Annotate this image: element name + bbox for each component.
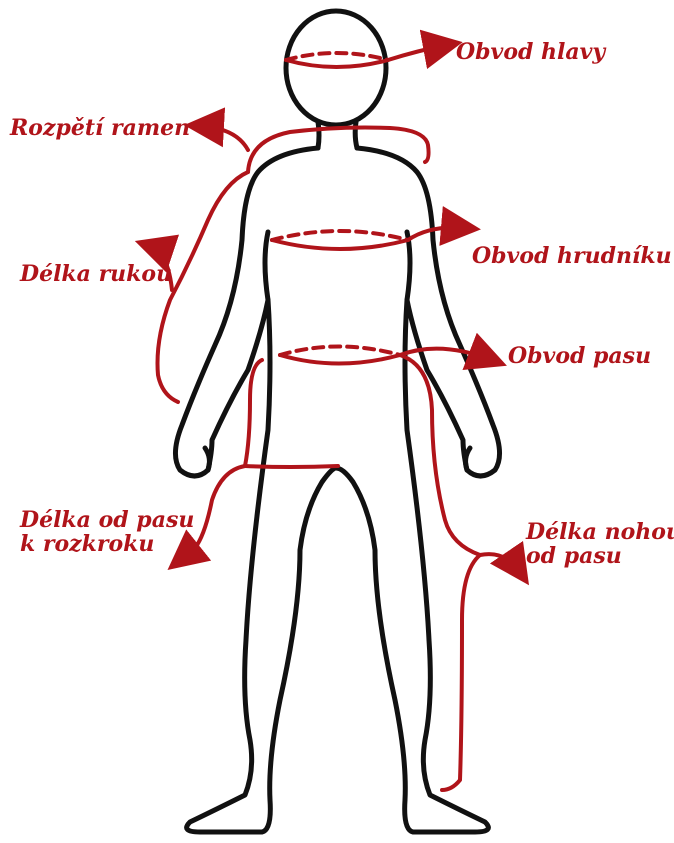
- shoulder-span-label: Rozpětí ramen: [10, 116, 190, 140]
- waist-arrow: [400, 349, 492, 360]
- leg-arrow: [480, 554, 520, 572]
- waist-circumference-label: Obvod pasu: [508, 344, 651, 368]
- chest-measure-front: [272, 240, 408, 249]
- waist-measure-front: [280, 355, 400, 364]
- head-measure-back: [286, 53, 388, 60]
- left-inner-arm: [265, 232, 268, 300]
- leg-length-label-line2: od pasu: [526, 544, 674, 568]
- left-thumb: [205, 448, 209, 470]
- left-body-outline: [175, 148, 336, 832]
- sleeve-length-label: Délka rukou: [20, 262, 172, 286]
- leg-measure: [400, 355, 480, 790]
- chest-circumference-label: Obvod hrudníku: [472, 244, 672, 268]
- neck-left: [318, 122, 319, 148]
- waist-to-crotch-label-line2: k rozkroku: [20, 532, 194, 556]
- right-thumb: [466, 448, 470, 470]
- waist-to-crotch-label: Délka od pasu k rozkroku: [20, 508, 194, 556]
- crotch-measure: [245, 360, 338, 467]
- chest-measure-back: [272, 231, 408, 240]
- waist-to-crotch-label-line1: Délka od pasu: [20, 508, 194, 532]
- chest-arrow: [408, 228, 465, 241]
- leg-length-label: Délka nohou od pasu: [526, 520, 674, 568]
- waist-measure-back: [280, 347, 400, 356]
- head-arrow: [388, 45, 447, 60]
- shoulder-measure: [248, 128, 429, 173]
- head-circumference-label: Obvod hlavy: [456, 40, 605, 64]
- leg-length-label-line1: Délka nohou: [526, 520, 674, 544]
- head-measure-front: [286, 60, 388, 67]
- shoulder-arrow: [200, 126, 248, 150]
